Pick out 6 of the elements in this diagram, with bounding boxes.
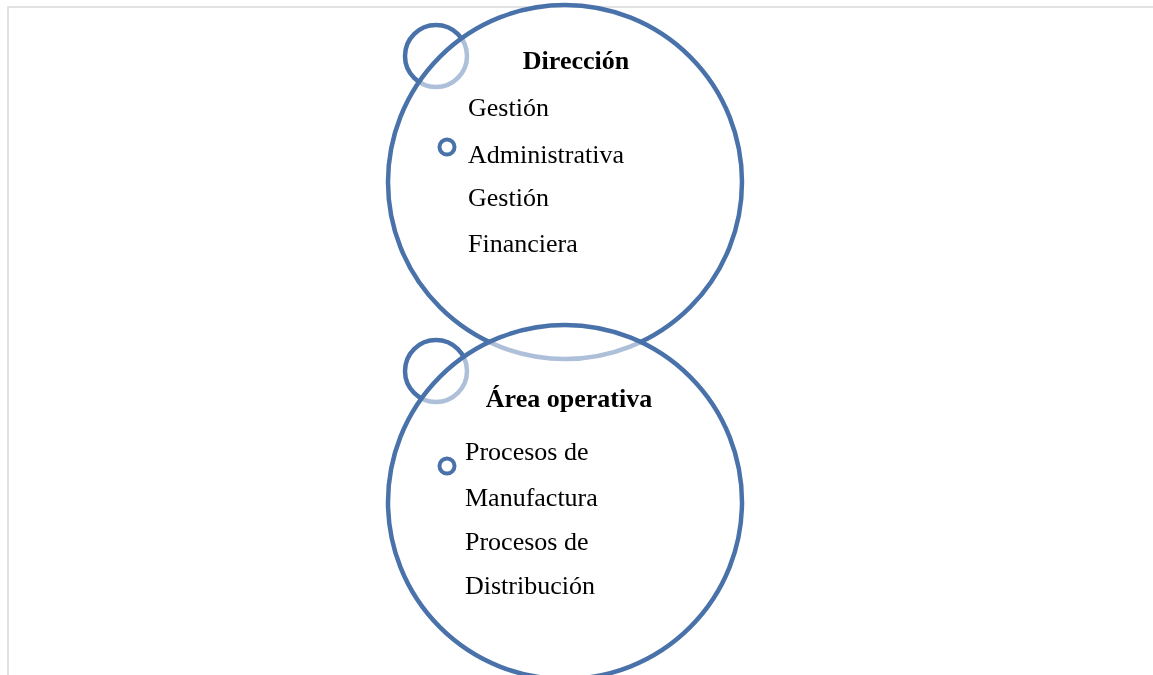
list-item: Gestión Administrativa [468, 92, 625, 171]
list-item: Procesos de Manufactura [465, 436, 599, 514]
list-item: Procesos de Distribución [465, 526, 596, 602]
heading: Dirección [521, 45, 631, 77]
list-item: Gestión Financiera [468, 182, 579, 260]
heading: Área operativa [484, 383, 654, 415]
